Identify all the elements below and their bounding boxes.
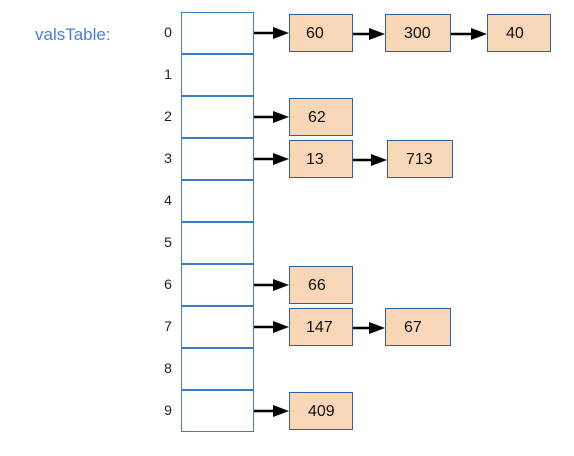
- slot-pointer-arrow-head: [273, 111, 289, 123]
- table-slot: [181, 12, 254, 54]
- slot-index-label: 4: [164, 192, 172, 208]
- next-pointer-arrow-head: [471, 28, 487, 40]
- slot-index-label: 7: [164, 318, 172, 334]
- node-value: 300: [404, 25, 431, 42]
- slot-index-label: 2: [164, 108, 172, 124]
- node-value: 13: [306, 151, 324, 168]
- table-slot: [181, 390, 254, 432]
- slot-pointer-arrow-head: [273, 153, 289, 165]
- next-pointer-arrow-head: [371, 154, 387, 166]
- slot-index-label: 0: [164, 24, 172, 40]
- table-slot: [181, 222, 254, 264]
- slot-index-label: 6: [164, 276, 172, 292]
- slot-pointer-arrow-head: [273, 405, 289, 417]
- table-title: valsTable:: [35, 25, 111, 44]
- slot-index-label: 5: [164, 234, 172, 250]
- table-slot: [181, 54, 254, 96]
- slot-index-label: 3: [164, 150, 172, 166]
- node-value: 66: [308, 277, 326, 294]
- next-pointer-arrow-head: [369, 322, 385, 334]
- slot-index-label: 8: [164, 360, 172, 376]
- node-value: 60: [306, 25, 324, 42]
- table-slot: [181, 96, 254, 138]
- list-node: 147: [289, 308, 353, 346]
- table-slot: [181, 180, 254, 222]
- slot-index-label: 9: [164, 402, 172, 418]
- list-node: 409: [289, 392, 353, 430]
- node-value: 62: [308, 109, 326, 126]
- next-pointer-arrow-head: [369, 28, 385, 40]
- table-slot: [181, 138, 254, 180]
- slot-pointer-arrow-head: [273, 321, 289, 333]
- node-value: 713: [406, 151, 433, 168]
- list-node: 62: [289, 98, 353, 136]
- node-value: 409: [308, 403, 335, 420]
- table-slot: [181, 348, 254, 390]
- list-node: 66: [289, 266, 353, 304]
- node-value: 67: [404, 319, 422, 336]
- list-node: 67: [385, 308, 451, 346]
- slot-index-label: 1: [164, 66, 172, 82]
- node-value: 147: [306, 319, 333, 336]
- list-node: 40: [487, 14, 551, 52]
- slot-pointer-arrow-head: [273, 27, 289, 39]
- list-node: 13: [289, 140, 353, 178]
- list-node: 60: [289, 14, 353, 52]
- list-node: 300: [385, 14, 451, 52]
- table-slot: [181, 306, 254, 348]
- slot-pointer-arrow-head: [273, 279, 289, 291]
- list-node: 713: [387, 140, 453, 178]
- node-value: 40: [506, 25, 524, 42]
- table-slot: [181, 264, 254, 306]
